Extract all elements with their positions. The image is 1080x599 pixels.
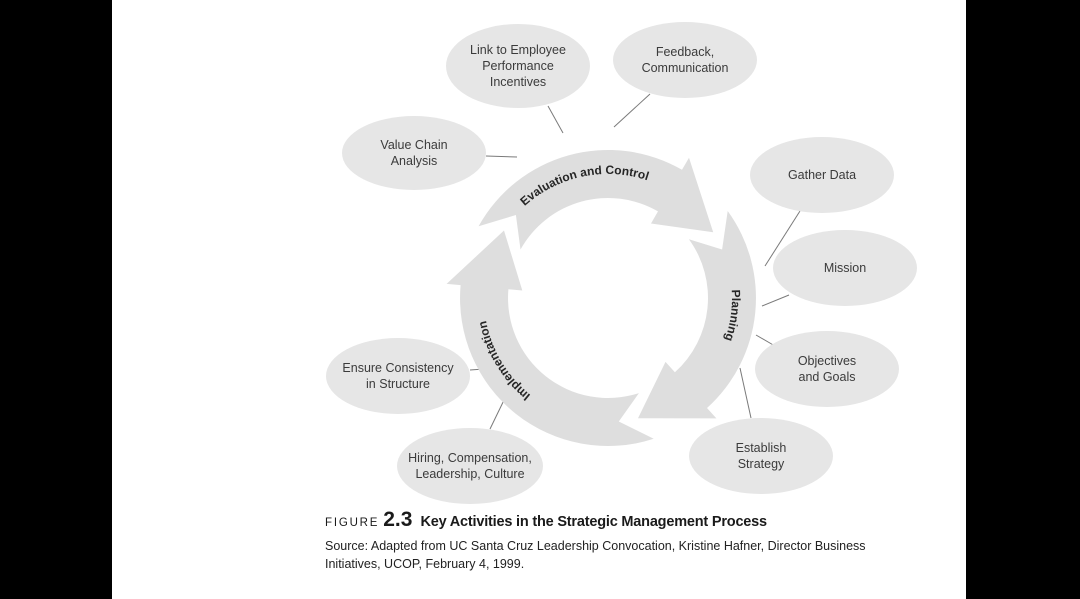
- figure-caption: FIGURE 2.3 Key Activities in the Strateg…: [325, 508, 767, 532]
- connector-establish-strategy: [739, 367, 752, 419]
- activity-value-chain-analysis: Value Chain Analysis: [342, 116, 486, 190]
- activity-label-line: Gather Data: [787, 168, 857, 182]
- figure-title: Key Activities in the Strategic Manageme…: [420, 514, 767, 530]
- activity-label-line: Objectives: [797, 354, 857, 368]
- activity-gather-data: Gather Data: [750, 137, 894, 213]
- figure-source-line: Initiatives, UCOP, February 4, 1999.: [325, 557, 525, 571]
- activity-link-to-employee-performance-incentives: Link to Employee Performance Incentives: [446, 24, 590, 108]
- activity-label-line: in Structure: [366, 377, 430, 391]
- figure-number: 2.3: [383, 508, 413, 531]
- connector-value-chain-analysis: [485, 155, 518, 158]
- stage-arrow-evaluation-and-control: [478, 149, 714, 250]
- figure-label: FIGURE: [325, 517, 380, 529]
- figure-source: Source: Adapted from UC Santa Cruz Leade…: [325, 537, 866, 573]
- activity-label-line: Establish: [735, 441, 787, 455]
- activity-label-line: Incentives: [489, 75, 547, 89]
- activity-label-line: Strategy: [737, 457, 785, 471]
- activity-label-line: Mission: [823, 261, 867, 275]
- activity-label-line: Ensure Consistency: [342, 361, 454, 375]
- connector-gather-data: [764, 210, 801, 267]
- activity-feedback-communication: Feedback, Communication: [613, 22, 757, 98]
- activity-label-line: and Goals: [798, 370, 856, 384]
- connector-mission: [761, 294, 790, 307]
- activity-ensure-consistency-in-structure: Ensure Consistency in Structure: [326, 338, 470, 414]
- activity-label-line: Analysis: [390, 154, 438, 168]
- activity-label-line: Hiring, Compensation,: [408, 451, 532, 465]
- activity-label-line: Leadership, Culture: [415, 467, 525, 481]
- figure-source-line: Source: Adapted from UC Santa Cruz Leade…: [325, 539, 866, 553]
- activity-establish-strategy: Establish Strategy: [689, 418, 833, 494]
- activity-label-line: Link to Employee: [470, 43, 566, 57]
- activity-objectives-and-goals: Objectives and Goals: [755, 331, 899, 407]
- activity-label-line: Performance: [482, 59, 554, 73]
- activity-mission: Mission: [773, 230, 917, 306]
- connector-feedback-communication: [613, 93, 651, 128]
- stage-arrow-implementation: [446, 230, 654, 447]
- activity-label-line: Value Chain: [380, 138, 448, 152]
- activity-hiring-compensation-leadership-culture: Hiring, Compensation, Leadership, Cultur…: [397, 428, 543, 504]
- activity-label-line: Communication: [641, 61, 729, 75]
- stage-arrow-planning: [638, 211, 756, 419]
- connector-link-to-employee-performance-incentives: [547, 105, 564, 134]
- activity-label-line: Feedback,: [655, 45, 715, 59]
